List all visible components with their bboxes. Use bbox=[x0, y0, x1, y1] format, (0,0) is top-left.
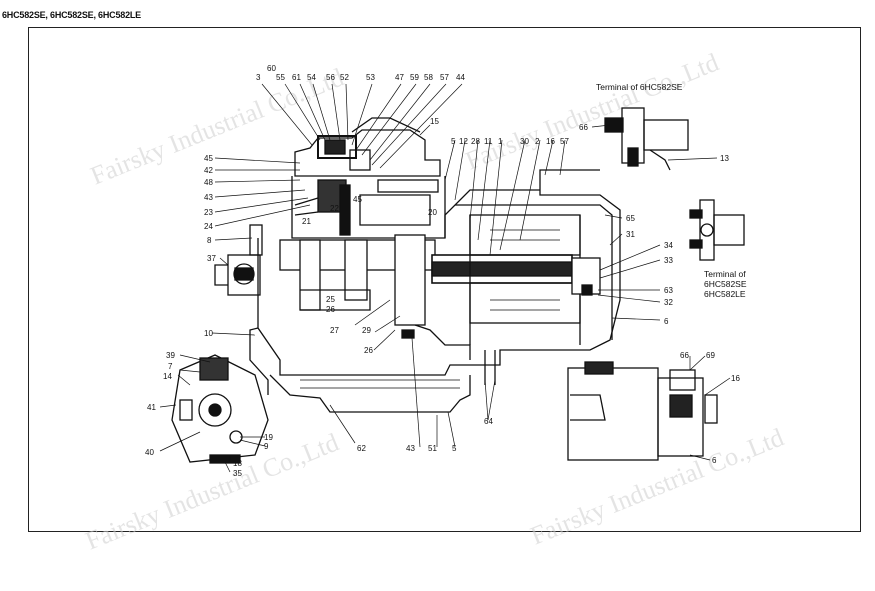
callout-21: 21 bbox=[302, 217, 311, 226]
callout-29: 29 bbox=[362, 326, 371, 335]
callout-26b: 26 bbox=[364, 346, 373, 355]
callout-11: 11 bbox=[484, 137, 493, 146]
callout-26: 26 bbox=[326, 305, 335, 314]
callout-labels: 60 3 55 61 54 56 52 53 47 59 58 57 44 15… bbox=[145, 64, 747, 478]
terminal-inset-mid bbox=[689, 199, 745, 261]
callout-43: 43 bbox=[204, 193, 213, 202]
callout-14: 14 bbox=[163, 372, 172, 381]
callout-19: 19 bbox=[264, 433, 273, 442]
callout-15: 15 bbox=[430, 117, 439, 126]
callout-13: 13 bbox=[720, 154, 729, 163]
callout-39: 39 bbox=[166, 351, 175, 360]
callout-62: 62 bbox=[357, 444, 366, 453]
callout-55: 55 bbox=[276, 73, 285, 82]
callout-66b: 66 bbox=[680, 351, 689, 360]
callout-51: 51 bbox=[428, 444, 437, 453]
callout-22: 22 bbox=[330, 204, 339, 213]
callout-65: 65 bbox=[626, 214, 635, 223]
terminal-inset-top bbox=[604, 107, 689, 171]
callout-5b: 5 bbox=[452, 444, 457, 453]
callout-30: 30 bbox=[520, 137, 529, 146]
terminal-mid-title-3: 6HC582LE bbox=[704, 289, 746, 299]
callout-37: 37 bbox=[207, 254, 216, 263]
callout-2: 2 bbox=[535, 137, 540, 146]
callout-52: 52 bbox=[340, 73, 349, 82]
callout-10: 10 bbox=[204, 329, 213, 338]
callout-6a: 6 bbox=[664, 317, 669, 326]
callout-32: 32 bbox=[664, 298, 673, 307]
side-view-inset bbox=[567, 361, 718, 461]
callout-9: 9 bbox=[264, 442, 269, 451]
callout-57: 57 bbox=[440, 73, 449, 82]
watermark-text: Fairsky Industrial Co.,Ltd bbox=[526, 422, 787, 550]
callout-48: 48 bbox=[204, 178, 213, 187]
callout-1: 1 bbox=[498, 137, 503, 146]
callout-20: 20 bbox=[428, 208, 437, 217]
callout-23: 23 bbox=[204, 208, 213, 217]
callout-43b: 43 bbox=[406, 444, 415, 453]
watermark-text: Fairsky Industrial Co.,Ltd bbox=[81, 427, 342, 555]
callout-25: 25 bbox=[326, 295, 335, 304]
callout-44: 44 bbox=[456, 73, 465, 82]
callout-3: 3 bbox=[256, 73, 261, 82]
callout-45a: 45 bbox=[204, 154, 213, 163]
callout-58: 58 bbox=[424, 73, 433, 82]
callout-57b: 57 bbox=[560, 137, 569, 146]
callout-8: 8 bbox=[207, 236, 212, 245]
terminal-top-title: Terminal of 6HC582SE bbox=[596, 82, 683, 92]
callout-45b: 45 bbox=[353, 195, 362, 204]
callout-63: 63 bbox=[664, 286, 673, 295]
callout-64: 64 bbox=[484, 417, 493, 426]
callout-61: 61 bbox=[292, 73, 301, 82]
callout-31: 31 bbox=[626, 230, 635, 239]
terminal-mid-title-2: 6HC582SE bbox=[704, 279, 747, 289]
callout-60: 60 bbox=[267, 64, 276, 73]
callout-33: 33 bbox=[664, 256, 673, 265]
callout-34: 34 bbox=[664, 241, 673, 250]
callout-5a: 5 bbox=[451, 137, 456, 146]
callout-40: 40 bbox=[145, 448, 154, 457]
callout-28: 28 bbox=[471, 137, 480, 146]
callout-24: 24 bbox=[204, 222, 213, 231]
callout-6b: 6 bbox=[712, 456, 717, 465]
callout-42: 42 bbox=[204, 166, 213, 175]
callout-66a: 66 bbox=[579, 123, 588, 132]
leader-lines bbox=[159, 83, 731, 473]
callout-7: 7 bbox=[168, 362, 173, 371]
callout-27: 27 bbox=[330, 326, 339, 335]
callout-47: 47 bbox=[395, 73, 404, 82]
callout-16a: 16 bbox=[546, 137, 555, 146]
callout-35: 35 bbox=[233, 469, 242, 478]
callout-54: 54 bbox=[307, 73, 316, 82]
callout-41: 41 bbox=[147, 403, 156, 412]
drawing-frame bbox=[28, 27, 861, 532]
callout-12: 12 bbox=[459, 137, 468, 146]
front-view-inset bbox=[171, 354, 269, 464]
callout-69: 69 bbox=[706, 351, 715, 360]
main-section-view bbox=[214, 117, 621, 413]
callout-53: 53 bbox=[366, 73, 375, 82]
callout-56: 56 bbox=[326, 73, 335, 82]
model-header: 6HC582SE, 6HC582SE, 6HC582LE bbox=[2, 10, 141, 20]
callout-16b: 16 bbox=[731, 374, 740, 383]
callout-59: 59 bbox=[410, 73, 419, 82]
terminal-mid-title-1: Terminal of bbox=[704, 269, 746, 279]
callout-18: 18 bbox=[233, 459, 242, 468]
